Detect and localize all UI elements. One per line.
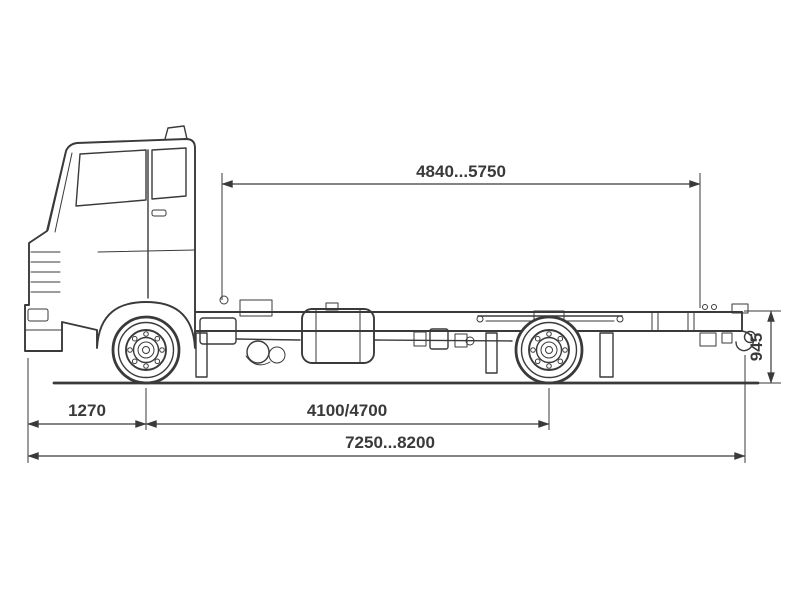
front-rim — [125, 329, 167, 371]
dimension-label-overall-length: 7250...8200 — [345, 433, 435, 452]
door-crease — [97, 249, 196, 253]
tow-hook — [735, 330, 754, 352]
rear-rim — [528, 329, 570, 371]
dimension-label-frame-height: 945 — [747, 333, 766, 361]
tail-lamp — [721, 332, 733, 344]
dimension-wheelbase: 4100/4700 — [145, 388, 550, 430]
front-mudflap — [195, 332, 208, 378]
rear-wheel-rear-mudflap — [599, 332, 614, 378]
door-window — [75, 149, 147, 207]
rear-wheel-front-mudflap — [485, 332, 498, 374]
behind-cab-equipment — [195, 295, 286, 378]
rear-hub — [545, 346, 553, 354]
headlight — [27, 308, 49, 322]
driveline — [235, 328, 513, 350]
fuel-filler-cap — [325, 302, 339, 311]
dimension-front-overhang: 1270 — [27, 358, 147, 463]
rear-wheel — [514, 315, 584, 385]
front-hub — [142, 346, 150, 354]
windshield-inner-edge — [54, 152, 73, 233]
dimension-upper-frame-length: 4840...5750 — [221, 162, 701, 308]
fuel-tank — [301, 302, 375, 364]
roof-deflector — [164, 125, 188, 140]
dimension-overall-length: 7250...8200 — [27, 355, 746, 463]
door-handle — [151, 209, 167, 217]
tow-hitch-eye — [743, 330, 757, 344]
rear-overhang-details — [651, 303, 757, 352]
chassis-frame — [194, 311, 743, 332]
dimension-label-upper-frame-length: 4840...5750 — [416, 162, 506, 181]
quarter-window — [151, 147, 187, 200]
front-wheel — [111, 315, 181, 385]
truck-cab — [24, 125, 196, 352]
windshield-edge — [47, 151, 67, 231]
dimension-frame-height: 945 — [744, 310, 781, 384]
dimension-label-wheelbase: 4100/4700 — [307, 401, 387, 420]
cab-silhouette — [24, 138, 196, 352]
dimension-label-front-overhang: 1270 — [68, 401, 106, 420]
